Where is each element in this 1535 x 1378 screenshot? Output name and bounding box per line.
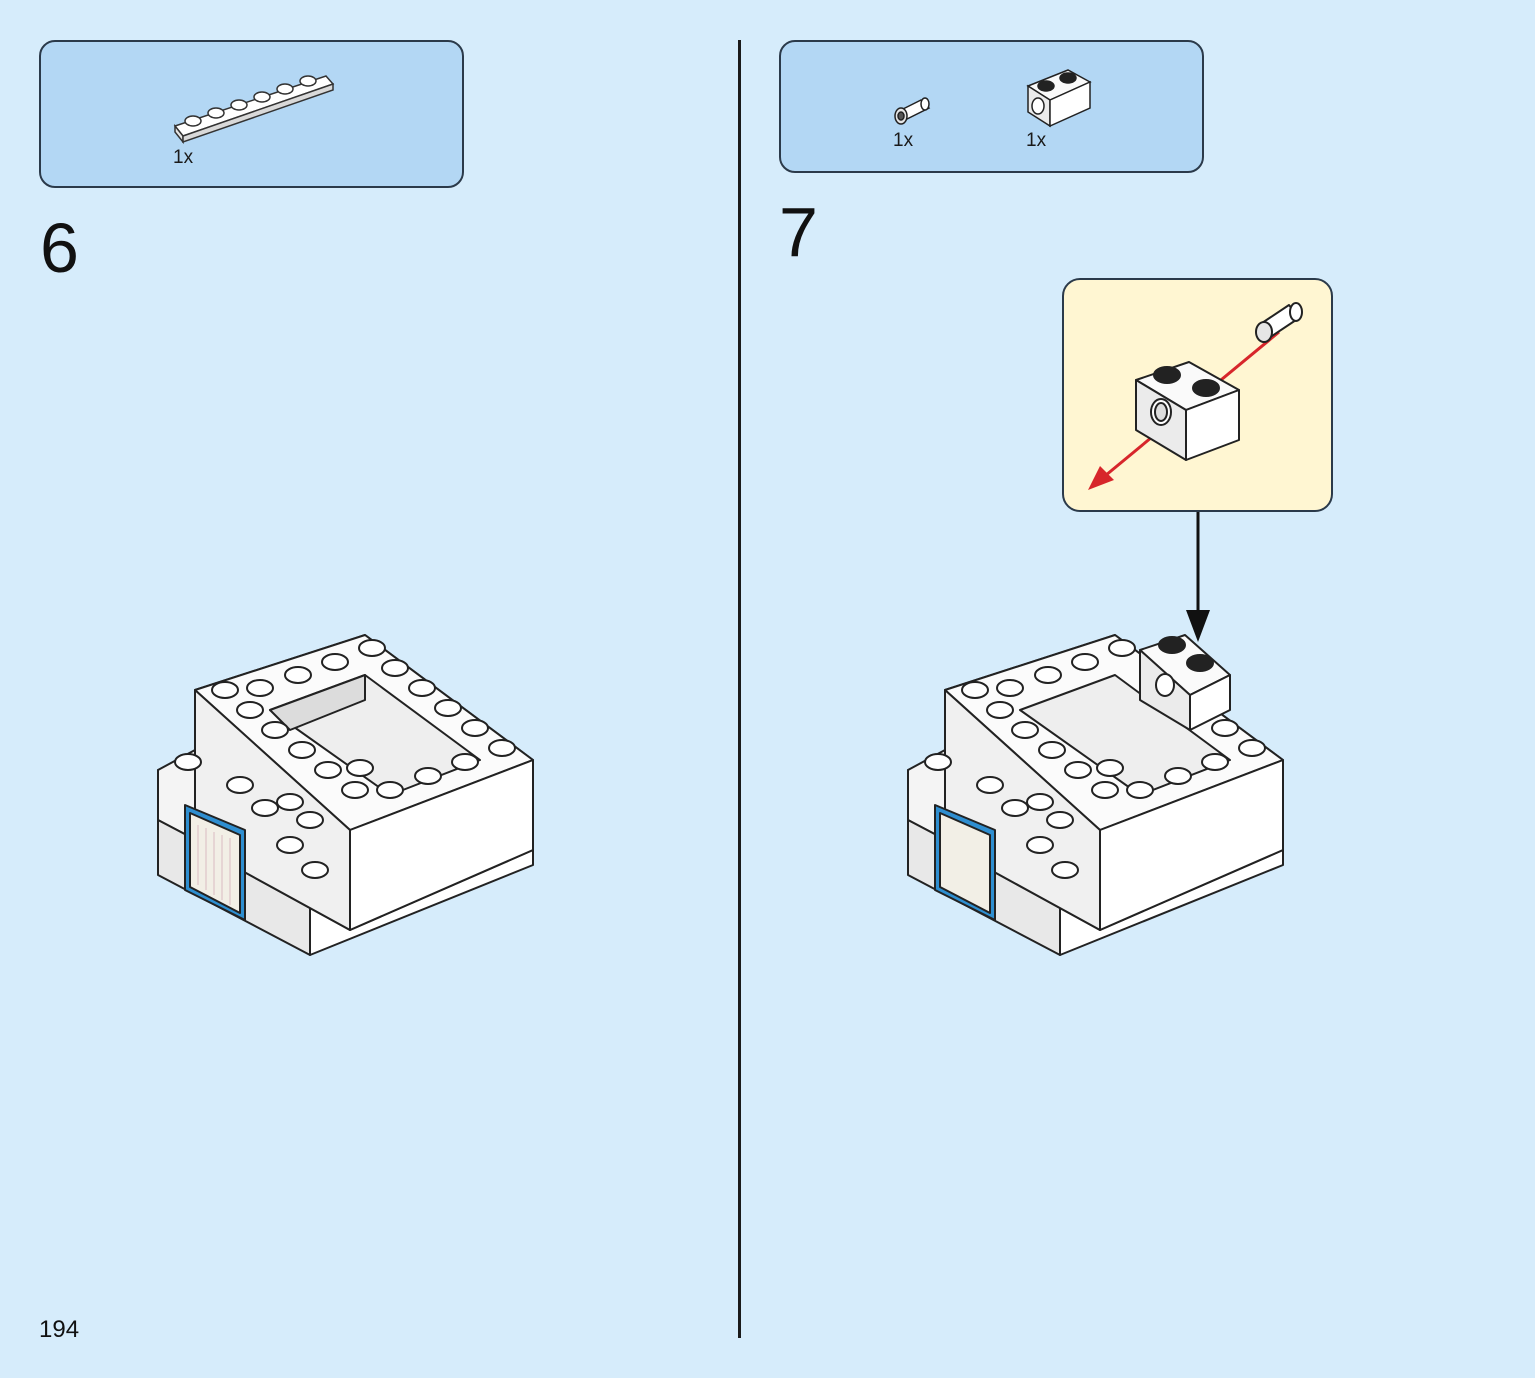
callout-pointer-arrow [1186,512,1210,642]
part-quantity: 1x [893,130,914,151]
parts-list-step-7: 1x 1x [779,40,1204,173]
part-quantity: 1x [173,147,194,168]
pin-icon [894,97,931,125]
pin-insertion-diagram [1088,302,1303,490]
step-divider [738,40,741,1338]
model-assembly-step-6 [157,634,534,956]
sub-assembly-callout [1062,278,1333,512]
parts-list-step-6: 1x [39,40,464,188]
model-assembly-step-7 [907,634,1284,956]
step-number-6: 6 [40,209,79,287]
plate-1x6-icon [173,75,335,145]
part-quantity: 1x [1026,130,1047,151]
page-number: 194 [39,1316,80,1343]
technic-brick-1x2-icon [1026,69,1092,128]
step-number-7: 7 [779,193,818,271]
